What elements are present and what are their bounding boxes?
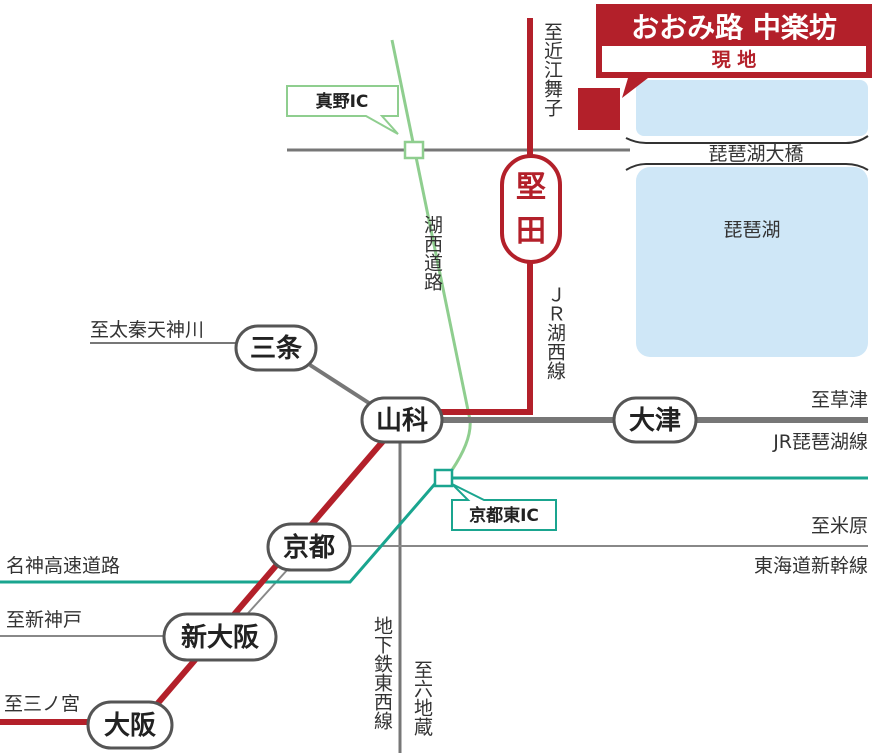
direction-kusatsu: 至草津: [811, 389, 868, 411]
meishin-label: 名神高速道路: [6, 555, 120, 577]
station-otsu-label: 大津: [629, 406, 681, 436]
direction-sannomiya: 至三ノ宮: [4, 693, 80, 715]
direction-rokujizo: 至六地蔵: [411, 660, 433, 736]
direction-uzumasa: 至太秦天神川: [90, 319, 204, 341]
bridge-label: 琵琶湖大橋: [708, 143, 803, 165]
title-name: おおみ路 中楽坊: [631, 11, 837, 44]
station-sanjo[interactable]: 三条: [234, 324, 318, 372]
direction-maibara: 至米原: [811, 515, 868, 537]
station-osaka-pill: [86, 700, 174, 750]
station-kyoto-pill: [266, 522, 352, 572]
station-kyoto[interactable]: 京都: [266, 522, 352, 572]
station-kyoto-label: 京都: [283, 532, 335, 563]
title-sub-bg: [602, 46, 866, 72]
station-katata-pill: [500, 154, 562, 264]
station-osaka[interactable]: 大阪: [86, 700, 174, 750]
meishin-expressway-line: [0, 476, 868, 584]
sanjo-yamashina-line: [308, 363, 374, 407]
lake-south-shape: [636, 167, 868, 357]
bridge-outline-bottom: [625, 163, 869, 171]
jr-biwako-label: JR琵琶湖線: [772, 431, 868, 453]
kyoto-higashi-ic-label: 京都東IC: [469, 505, 539, 526]
direction-shinkobe: 至新神戸: [6, 609, 82, 631]
subway-tozai-label: 地下鉄東西線: [371, 616, 393, 730]
station-katata-label: 堅田: [516, 170, 546, 249]
station-osaka-label: 大阪: [104, 711, 156, 741]
station-shin-osaka-pill: [162, 612, 278, 662]
kosei-road-label: 湖西道路: [421, 215, 443, 291]
jr-main-line: [137, 438, 387, 726]
station-yamashina-pill: [360, 396, 444, 444]
station-yamashina[interactable]: 山科: [360, 396, 444, 444]
mano-ic-node: [403, 140, 425, 160]
station-katata[interactable]: 堅田: [500, 154, 562, 264]
station-yamashina-label: 山科: [376, 406, 428, 436]
station-sanjo-pill: [234, 324, 318, 372]
jr-kosei-line: [440, 18, 533, 415]
station-otsu-pill: [612, 396, 698, 444]
station-sanjo-label: 三条: [250, 334, 303, 364]
mano-ic-callout: [286, 85, 399, 135]
station-otsu[interactable]: 大津: [612, 396, 698, 444]
lake-label: 琵琶湖: [723, 219, 780, 241]
lake-north-shape: [636, 80, 868, 136]
kyoto-higashi-ic-node: [433, 468, 454, 488]
current-location-marker: [578, 88, 620, 130]
mano-ic-label: 真野IC: [316, 91, 369, 112]
title-banner: おおみ路 中楽坊 現 地: [596, 4, 872, 98]
station-shin-osaka-label: 新大阪: [181, 622, 259, 653]
jr-kosei-label: ＪＲ湖西線: [544, 285, 566, 380]
bridge-outline-top: [625, 135, 869, 144]
title-current-location: 現 地: [712, 48, 757, 71]
shinkansen-label: 東海道新幹線: [754, 555, 868, 577]
station-shin-osaka[interactable]: 新大阪: [162, 612, 278, 662]
direction-omimaiko: 至近江舞子: [541, 22, 563, 117]
kyoto-higashi-ic-callout: [451, 483, 557, 531]
